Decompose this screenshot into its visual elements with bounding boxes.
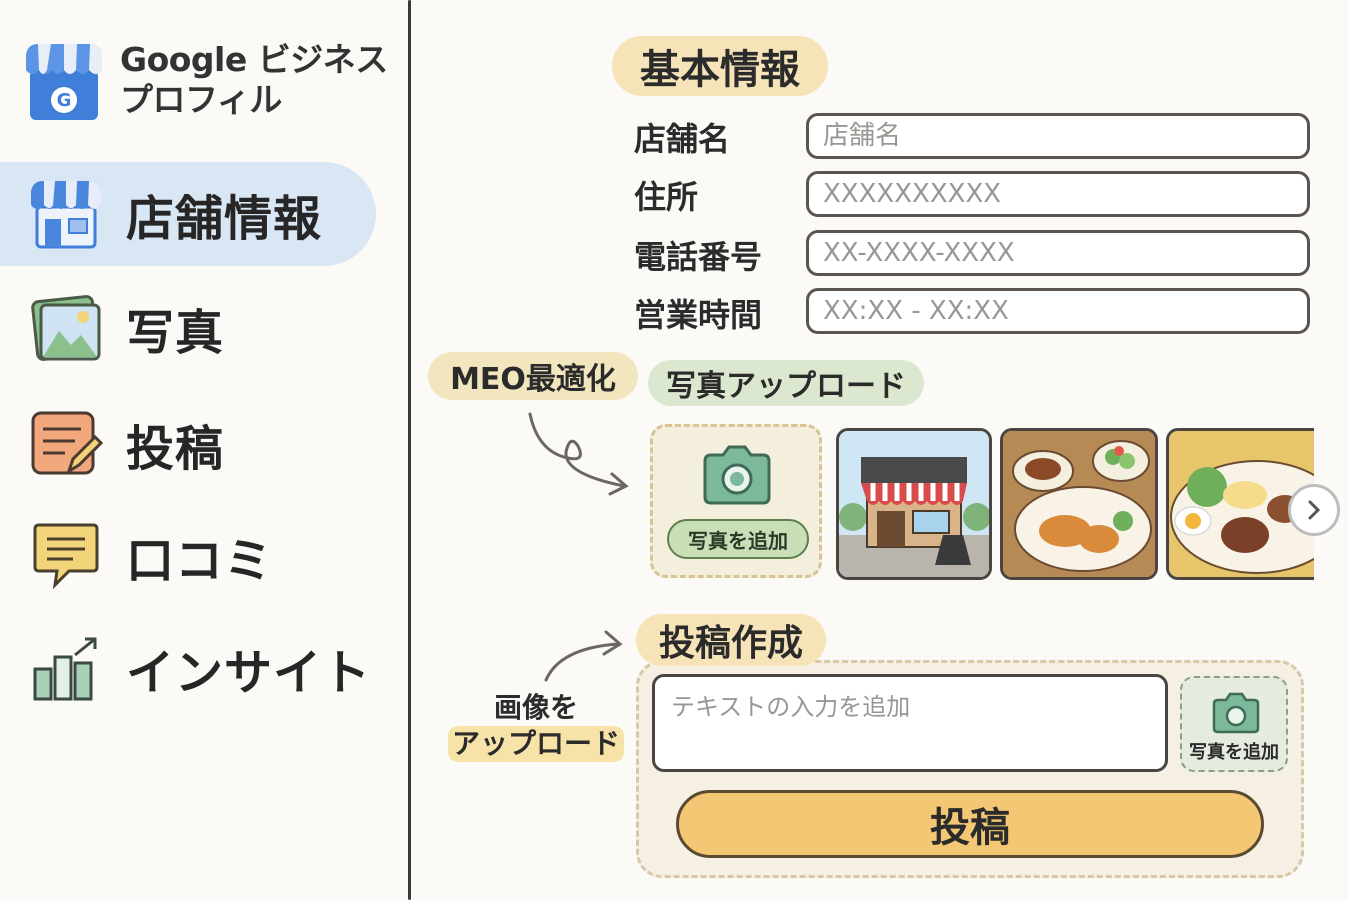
- store-name-input[interactable]: [806, 113, 1310, 159]
- phone-label: 電話番号: [634, 238, 763, 276]
- svg-text:G: G: [57, 90, 72, 111]
- camera-icon: [1212, 692, 1260, 734]
- brand-subtitle: プロフィル: [120, 80, 282, 119]
- post-text-input[interactable]: [652, 674, 1168, 772]
- post-edit-icon: [28, 406, 104, 482]
- fried-shrimp-plate-photo[interactable]: [1000, 428, 1158, 580]
- meo-optimization-tag: MEO最適化: [428, 352, 638, 400]
- upload-image-annotation: 画像を アップロード: [448, 690, 624, 762]
- basic-info-title: 基本情報: [612, 36, 828, 96]
- sidebar-item-label: インサイト: [126, 645, 372, 701]
- sidebar-item-insights[interactable]: インサイト: [0, 616, 400, 720]
- sidebar: G Google ビジネス プロフィル 店舗情報: [0, 0, 408, 900]
- brand-title: Google ビジネス: [120, 40, 388, 79]
- sidebar-item-label: 投稿: [126, 421, 225, 477]
- add-photo-button[interactable]: 写真を追加: [667, 519, 809, 559]
- address-label: 住所: [634, 178, 699, 216]
- google-business-logo-icon: G: [26, 44, 102, 120]
- chevron-right-icon: [1308, 500, 1321, 520]
- annotation-line-1: 画像を: [493, 691, 578, 724]
- sidebar-item-label: 店舗情報: [126, 191, 323, 247]
- post-add-photo-button[interactable]: 写真を追加: [1180, 676, 1288, 772]
- photo-icon: [28, 290, 104, 366]
- post-submit-button[interactable]: 投稿: [676, 790, 1264, 858]
- annotation-arrow-icon: [544, 630, 623, 682]
- hours-input[interactable]: [806, 288, 1310, 334]
- sidebar-item-store-info[interactable]: 店舗情報: [0, 162, 376, 266]
- store-name-label: 店舗名: [634, 120, 731, 158]
- post-create-title: 投稿作成: [636, 614, 826, 666]
- post-add-photo-label: 写真を追加: [1189, 742, 1279, 763]
- review-chat-icon: [28, 518, 104, 594]
- photo-carousel-next-button[interactable]: [1288, 484, 1340, 536]
- phone-input[interactable]: [806, 230, 1310, 276]
- annotation-line-2: アップロード: [448, 726, 624, 762]
- sidebar-item-label: 写真: [126, 305, 225, 361]
- sidebar-item-reviews[interactable]: 口コミ: [0, 504, 400, 608]
- photo-upload-title: 写真アップロード: [648, 360, 924, 406]
- store-icon: [28, 176, 104, 252]
- sidebar-item-label: 口コミ: [126, 533, 274, 589]
- sidebar-item-photos[interactable]: 写真: [0, 276, 400, 380]
- hours-label: 営業時間: [634, 296, 763, 334]
- address-input[interactable]: [806, 171, 1310, 217]
- annotation-arrow-icon: [528, 412, 629, 496]
- camera-icon: [703, 445, 771, 505]
- insights-chart-icon: [28, 630, 104, 706]
- sidebar-item-posts[interactable]: 投稿: [0, 392, 400, 496]
- storefront-photo[interactable]: [836, 428, 992, 580]
- brand-header: G Google ビジネス プロフィル: [24, 40, 388, 124]
- add-photo-tile[interactable]: 写真を追加: [650, 424, 822, 578]
- sidebar-divider: [408, 0, 411, 900]
